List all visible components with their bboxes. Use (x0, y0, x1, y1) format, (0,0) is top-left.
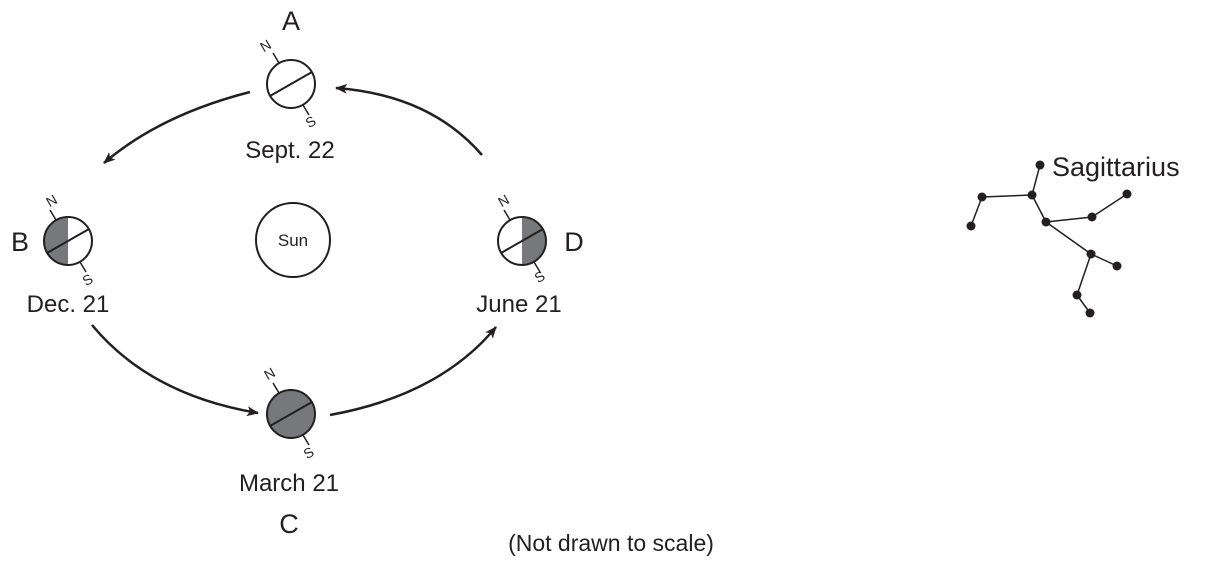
south-label-b: S (79, 270, 95, 289)
earth-equator-d (500, 228, 544, 254)
earth-axis-a-north (272, 52, 280, 64)
night-side-d (522, 217, 546, 265)
earth-axis-b-north (49, 209, 57, 221)
earth-axis-c-south (302, 434, 310, 446)
earth-outline-d (497, 216, 547, 266)
date-label-sept-22: Sept. 22 (245, 137, 334, 164)
sagittarius-constellation: Sagittarius (966, 152, 1180, 318)
constellation-name: Sagittarius (1052, 152, 1180, 182)
earth-equator-b (46, 228, 90, 254)
date-label-june-21: June 21 (476, 291, 561, 318)
orbit-arrow-a-to-b (103, 90, 251, 164)
star (1122, 189, 1132, 199)
star (1085, 308, 1095, 318)
constellation-line (970, 196, 983, 227)
orbit-arrow-b-to-c (91, 324, 259, 417)
earth-axis-a-south (302, 104, 310, 116)
star (1112, 261, 1122, 271)
constellation-line (981, 194, 1033, 198)
position-letter-d: D (564, 227, 584, 257)
constellation-stars (966, 160, 1132, 318)
constellation-lines (970, 164, 1128, 314)
earth-position-d: N S D June 21 (476, 191, 583, 318)
earth-axis-c-north (272, 382, 280, 394)
position-letter-c: C (279, 509, 299, 539)
constellation-line (1045, 221, 1092, 255)
date-label-dec-21: Dec. 21 (27, 291, 110, 318)
north-label-b: N (43, 191, 60, 210)
north-label-a: N (257, 36, 274, 55)
earth-axis-d-south (533, 261, 541, 273)
scale-footnote: (Not drawn to scale) (508, 530, 714, 556)
constellation-line (1031, 164, 1041, 196)
earth-equator-a (269, 71, 313, 97)
earth-outline-b (43, 216, 93, 266)
constellation-line (1091, 193, 1128, 218)
south-label-c: S (300, 443, 316, 462)
sun: Sun (255, 202, 331, 278)
south-label-a: S (302, 112, 318, 131)
star (1072, 290, 1082, 300)
south-label-d: S (531, 267, 547, 286)
star (1041, 217, 1051, 227)
orbit-path (91, 83, 497, 417)
earth-position-c: N S March 21 C (239, 364, 339, 539)
night-side-b (44, 217, 68, 265)
earth-position-b: B N S Dec. 21 (11, 191, 109, 318)
constellation-line (1090, 253, 1118, 267)
sun-label: Sun (278, 231, 308, 250)
north-label-d: N (495, 191, 512, 210)
position-letter-a: A (282, 6, 300, 36)
constellation-line (1076, 253, 1092, 296)
constellation-line (1045, 216, 1093, 223)
star (966, 221, 976, 231)
earth-axis-b-south (79, 261, 87, 273)
date-label-march-21: March 21 (239, 470, 339, 497)
earth-axis-d-north (503, 209, 511, 221)
star (1086, 249, 1096, 259)
star (977, 192, 987, 202)
orbit-arrow-c-to-d (329, 326, 497, 417)
north-label-c: N (261, 364, 278, 383)
position-letter-b: B (11, 227, 29, 257)
sun-circle (255, 202, 331, 278)
earth-equator-c (269, 401, 313, 427)
constellation-line (1031, 194, 1047, 223)
orbit-arrow-d-to-a (335, 83, 483, 156)
star (1087, 212, 1097, 222)
earth-position-a: A N S Sept. 22 (245, 6, 334, 164)
star (1027, 190, 1037, 200)
star (1035, 160, 1045, 170)
